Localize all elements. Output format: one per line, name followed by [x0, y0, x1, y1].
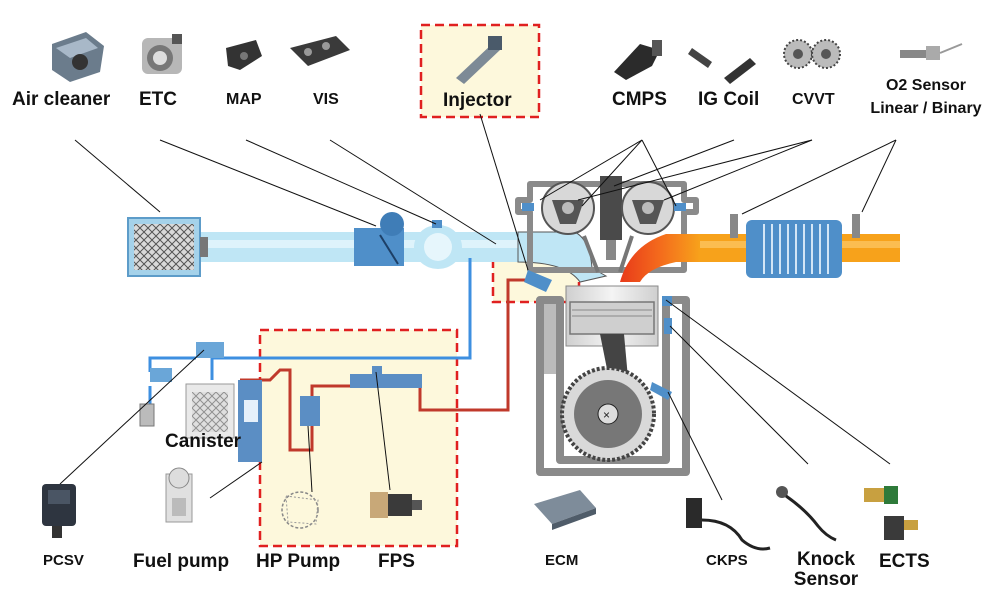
cvvt-part-icon [783, 39, 841, 69]
hp-pump-part-icon [281, 491, 319, 529]
o2-sensor-part-icon [900, 43, 963, 60]
vis-label: VIS [313, 91, 339, 108]
fps-label: FPS [378, 551, 415, 572]
fuel-pump-part-icon [165, 467, 193, 523]
exhaust-port [620, 234, 700, 282]
ects-part-icon [864, 486, 918, 540]
spark-plug-coil [600, 176, 622, 240]
fuel-system-highlight-box [258, 328, 459, 548]
ig-coil-part-icon [688, 48, 756, 84]
injector-label: Injector [443, 90, 512, 111]
cmps-label: CMPS [612, 89, 667, 110]
ig-coil-label: IG Coil [698, 89, 760, 110]
catalytic-converter [746, 220, 842, 278]
fuel-pump-label: Fuel pump [133, 551, 230, 572]
piston [569, 301, 655, 335]
hp-pump-body [300, 396, 320, 426]
injector-part-icon [456, 36, 502, 84]
injector-highlight-box [419, 23, 541, 119]
ecm-label: ECM [545, 552, 579, 569]
ects-label: ECTS [879, 551, 930, 572]
etc-label: ETC [139, 89, 177, 110]
map-part-icon [226, 40, 262, 70]
fps-part-icon [370, 492, 422, 518]
ckps-label: CKPS [706, 552, 748, 569]
pcsv-part-icon [42, 484, 76, 538]
vis-part-icon [290, 36, 350, 66]
canister-label: Canister [165, 431, 242, 452]
fuel-rail [350, 374, 422, 388]
intake-camshaft [541, 181, 595, 235]
leader-lines [59, 113, 897, 501]
exhaust-camshaft [621, 181, 675, 235]
engine-block [540, 296, 560, 374]
knock-sensor-part-icon [776, 486, 837, 542]
hp-pump-label: HP Pump [256, 551, 341, 572]
ckps-part-icon [686, 498, 771, 551]
map-label: MAP [226, 91, 262, 108]
etc-part-icon [142, 34, 182, 74]
svg-text:×: × [603, 408, 610, 422]
pcsv-label: PCSV [43, 552, 84, 569]
air-cleaner-label: Air cleaner [12, 89, 111, 110]
cmps-part-icon [614, 40, 662, 80]
ecm-part-icon [534, 490, 596, 530]
o2-sensor-label-line1: O2 Sensor [885, 77, 967, 94]
air-cleaner-part-icon [52, 32, 104, 82]
injector-in-head [524, 270, 552, 292]
cvvt-label: CVVT [792, 91, 835, 108]
o2-sensor-label-line2: Linear / Binary [870, 100, 982, 117]
